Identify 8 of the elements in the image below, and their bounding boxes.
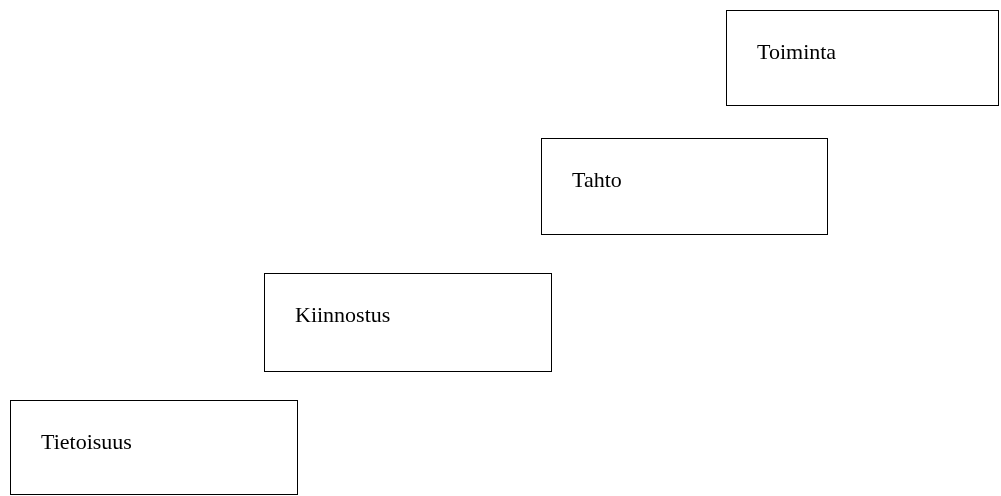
stage-label: Tahto [572, 166, 623, 194]
stage-label: Tietoisuus [41, 428, 133, 456]
stage-box [264, 273, 552, 372]
stage-box [10, 400, 298, 495]
stage-box [726, 10, 999, 106]
stage-label: Toiminta [757, 38, 838, 66]
stage-label: Kiinnostus [295, 301, 392, 329]
stage-box [541, 138, 828, 235]
